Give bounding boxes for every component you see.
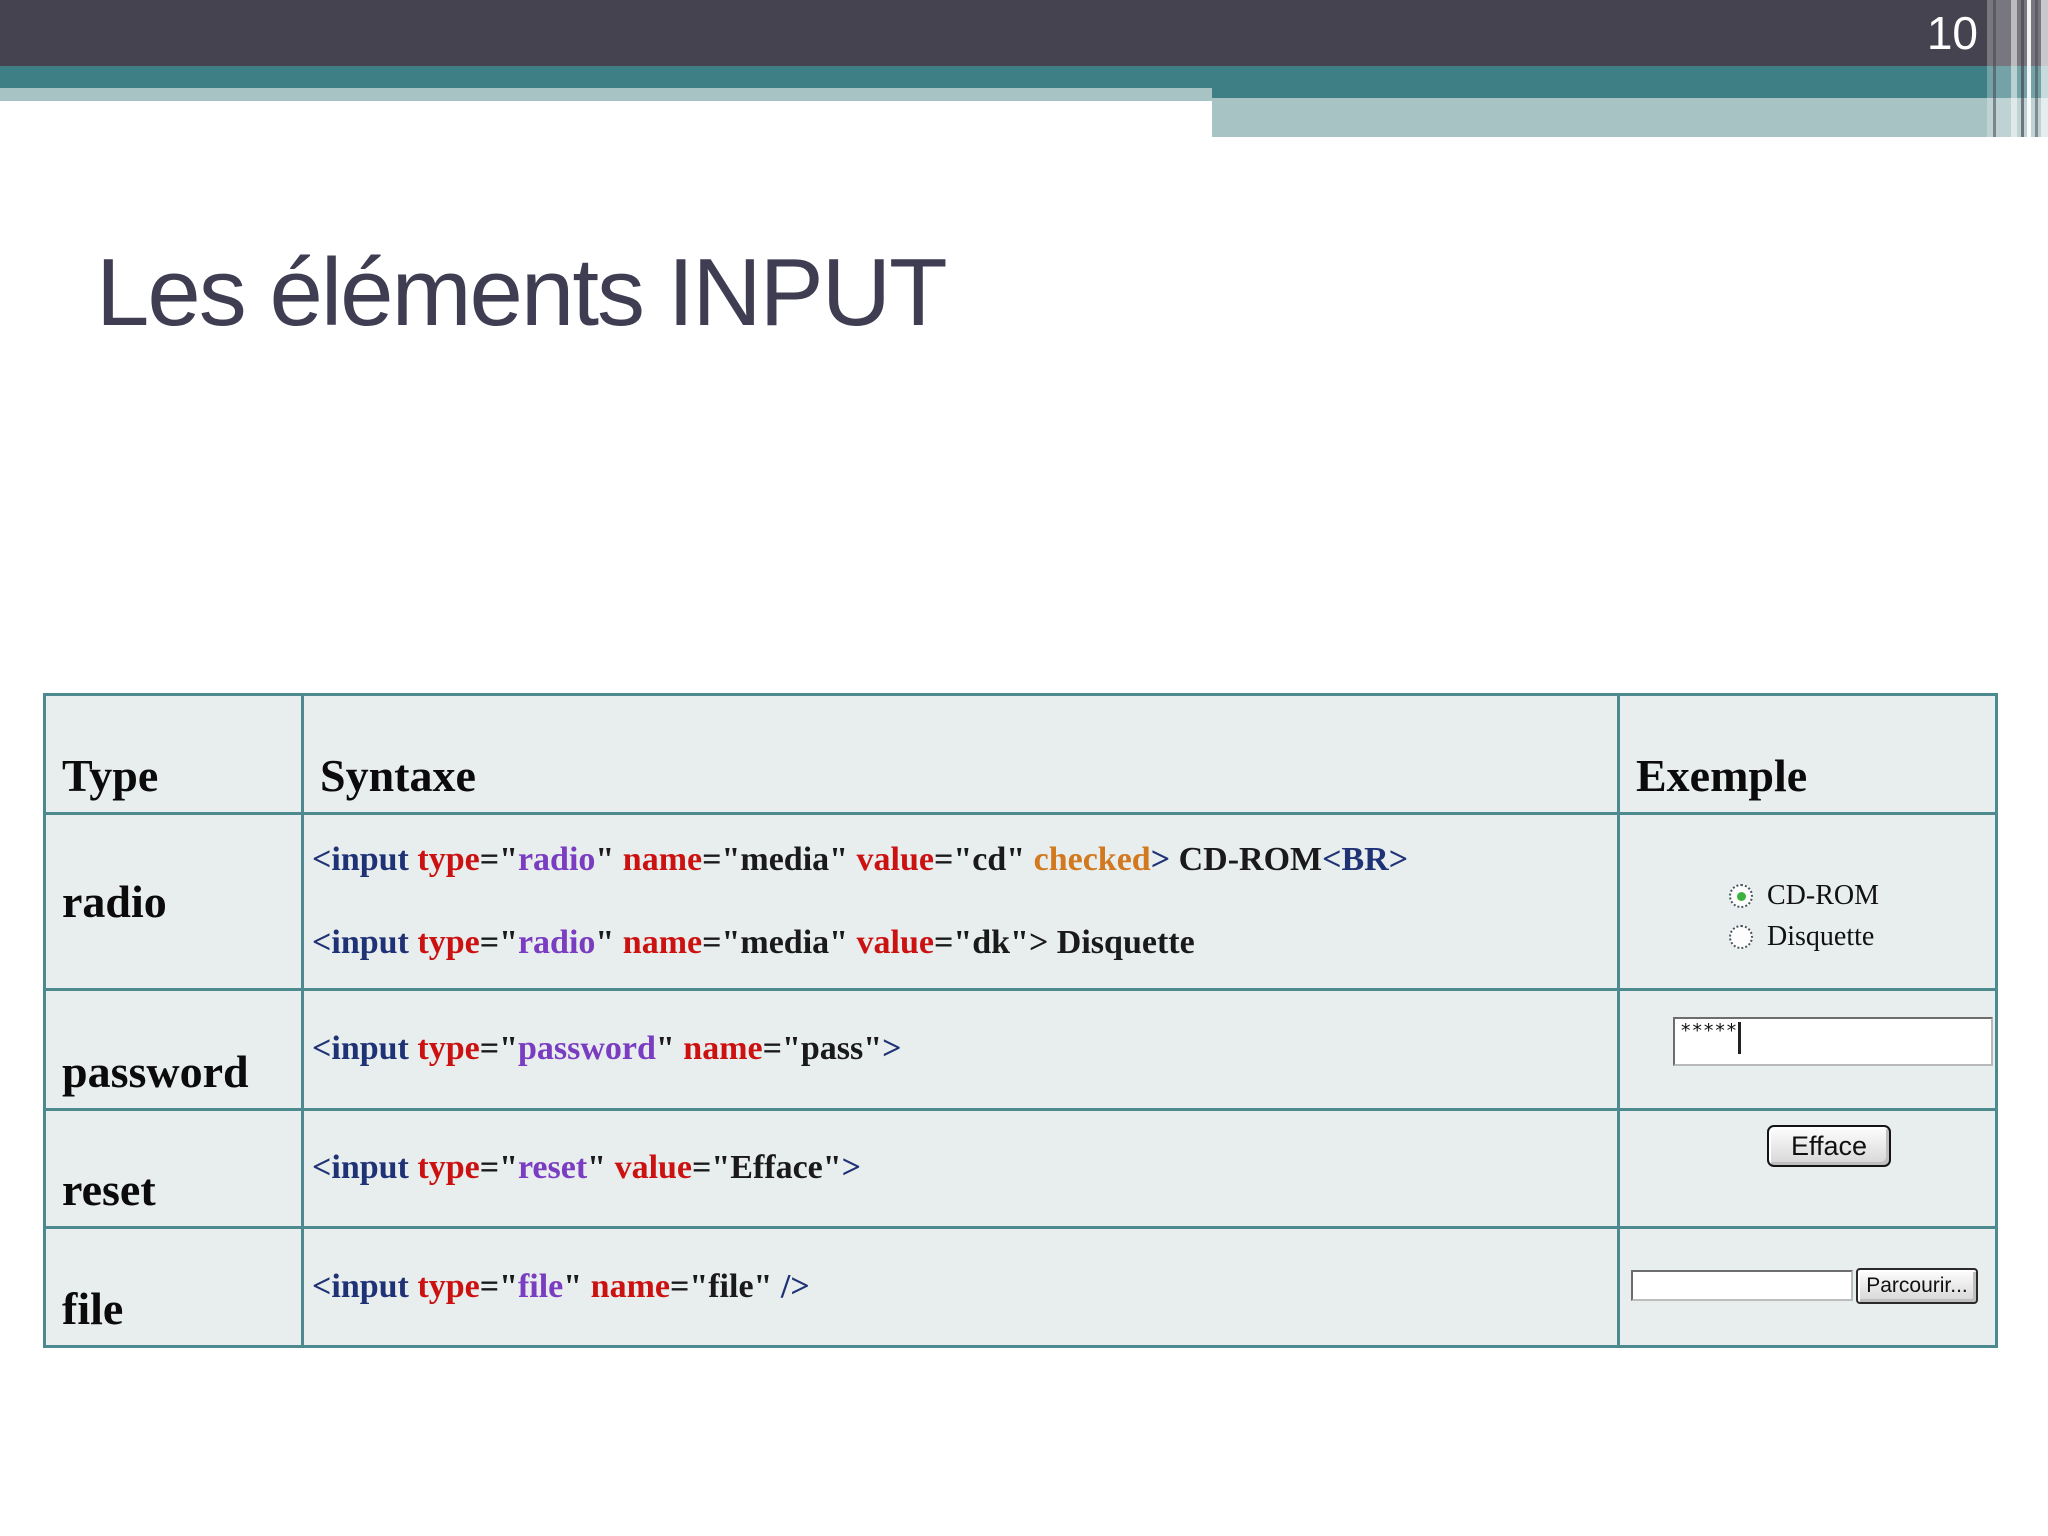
corner-stripe-decoration [1987, 0, 2048, 137]
example-cell-file: Parcourir... [1617, 1226, 1998, 1348]
radio-option-label: Disquette [1767, 921, 1875, 952]
type-label-password: password [43, 988, 304, 1111]
table-row-file: file <input type="file" name="file" /> P… [43, 1226, 1998, 1348]
type-label-radio: radio [43, 812, 304, 991]
slide-title: Les éléments INPUT [96, 239, 948, 346]
syntax-code-file: <input type="file" name="file" /> [301, 1226, 1620, 1348]
efface-reset-button[interactable]: Efface [1767, 1125, 1891, 1167]
radio-button-icon[interactable] [1729, 925, 1753, 949]
input-elements-table: Type Syntaxe Exemple radio <input type="… [43, 693, 1998, 1348]
parcourir-browse-button[interactable]: Parcourir... [1856, 1268, 1978, 1304]
header-dark-bar [0, 0, 2048, 66]
password-masked-value: ***** [1680, 1020, 1738, 1042]
file-path-textbox[interactable] [1631, 1270, 1853, 1301]
header-teal-step [1212, 88, 2048, 98]
syntax-code-radio: <input type="radio" name="media" value="… [301, 812, 1620, 991]
column-header-type: Type [43, 693, 304, 815]
radio-group-example: CD-ROM Disquette [1622, 817, 1994, 954]
table-row-reset: reset <input type="reset" value="Efface"… [43, 1108, 1998, 1229]
radio-button-icon[interactable] [1729, 884, 1753, 908]
example-cell-password: ***** [1617, 988, 1998, 1111]
header-light-step [1212, 98, 2048, 137]
example-cell-radio: CD-ROM Disquette [1617, 812, 1998, 991]
table-row-password: password <input type="password" name="pa… [43, 988, 1998, 1111]
column-header-exemple: Exemple [1617, 693, 1998, 815]
password-input-example[interactable]: ***** [1673, 1017, 1993, 1066]
example-cell-reset: Efface [1617, 1108, 1998, 1229]
type-label-reset: reset [43, 1108, 304, 1229]
syntax-code-password: <input type="password" name="pass"> [301, 988, 1620, 1111]
file-input-example: Parcourir... [1631, 1268, 1994, 1304]
table-header-row: Type Syntaxe Exemple [43, 693, 1998, 815]
table-row-radio: radio <input type="radio" name="media" v… [43, 812, 1998, 991]
radio-option-label: CD-ROM [1767, 880, 1880, 911]
radio-option-cdrom[interactable]: CD-ROM [1729, 880, 1994, 912]
header-teal-band [0, 66, 2048, 88]
type-label-file: file [43, 1226, 304, 1348]
radio-option-disquette[interactable]: Disquette [1729, 921, 1994, 953]
slide-page-number: 10 [1926, 7, 1978, 59]
column-header-syntaxe: Syntaxe [301, 693, 1620, 815]
text-caret [1738, 1022, 1742, 1054]
syntax-code-reset: <input type="reset" value="Efface"> [301, 1108, 1620, 1229]
